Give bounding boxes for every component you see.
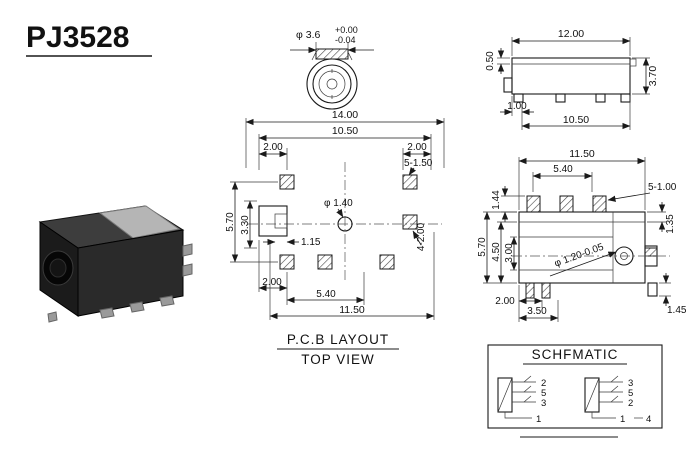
pcb-layout-view: 14.00 10.50 2.00 2.00 5-1.50 5.70 3.30 1… (225, 109, 445, 367)
dim-pcb-slot: 1.15 (301, 237, 321, 248)
dim-pcb-inner-width: 10.50 (332, 125, 358, 137)
pcb-pad (317, 254, 333, 270)
side-barrel-tip (503, 77, 513, 93)
mount-clip-section (315, 48, 349, 60)
front-terminal (592, 195, 607, 213)
dim-pcb-bottom-width: 11.50 (339, 304, 365, 316)
pcb-pad (379, 254, 395, 270)
front-terminal (559, 195, 574, 213)
component-leg (99, 307, 115, 319)
front-left-leg (525, 282, 535, 299)
pcb-bracket (258, 205, 288, 237)
dim-side-width: 12.00 (558, 28, 584, 40)
dim-pcb-left-pitch: 2.00 (263, 142, 283, 153)
schematic-left-symbol: 2 5 3 1 (497, 375, 546, 425)
schematic-right-symbol: 3 5 2 1 4 (584, 375, 651, 425)
component-leg (47, 311, 58, 323)
dim-pcb-pads-large: 4-2.00 (416, 222, 427, 251)
dim-side-offset: 1.00 (507, 101, 527, 112)
pcb-center-hole (337, 216, 353, 232)
schematic-title: SCHFMATIC (532, 347, 619, 362)
schematic-pin-number: 1 (620, 414, 625, 425)
dim-pcb-row-span: 5.70 (225, 212, 236, 232)
dim-front-leg-pitch: 3.50 (527, 306, 547, 317)
dim-barrel-tol-upper: +0.00 (335, 25, 358, 35)
dim-front-pins: 5-1.00 (648, 182, 677, 193)
front-left-leg (541, 282, 551, 299)
dim-pcb-total-width: 14.00 (332, 109, 358, 121)
dim-pcb-bottom-offset: 2.00 (262, 277, 282, 288)
dim-front-leg-right: 1.45 (667, 305, 687, 316)
dim-pcb-pads-small: 5-1.50 (404, 158, 433, 169)
schematic-pin-number: 5 (541, 388, 546, 399)
dim-pcb-hole: φ 1.40 (324, 198, 353, 209)
component-photo (38, 205, 193, 323)
front-right-leg (647, 282, 658, 297)
dim-pcb-bottom-pitch: 5.40 (316, 289, 336, 300)
side-leg (555, 93, 566, 103)
dim-barrel-diameter: φ 3.6 (296, 29, 320, 41)
schematic-pin-number: 2 (541, 378, 546, 389)
pcb-pad (279, 174, 295, 190)
dim-front-pin-span: 5.40 (553, 164, 573, 175)
dim-front-height: 5.70 (477, 237, 488, 257)
barrel-detail-view: φ 3.6 +0.00 -0.04 (290, 25, 374, 110)
schematic-border (487, 344, 663, 429)
dim-pcb-inner-span: 3.30 (240, 215, 251, 235)
schematic-pin-number: 3 (628, 378, 633, 389)
dim-side-base: 10.50 (563, 114, 589, 126)
dim-pcb-right-pitch: 2.00 (407, 142, 427, 153)
schematic-pin-number: 3 (541, 398, 546, 409)
dim-front-leg-left: 2.00 (495, 296, 515, 307)
side-view: 12.00 0.50 3.70 1.00 10.50 (485, 28, 659, 130)
front-terminal (526, 195, 541, 213)
schematic-pin-number: 1 (536, 414, 541, 425)
component-leg (129, 301, 145, 313)
component-leg (159, 295, 175, 307)
pcb-caption-line1: P.C.B LAYOUT (287, 332, 389, 347)
side-leg (595, 93, 606, 103)
side-body (511, 57, 631, 95)
front-view: 11.50 5.40 1.44 5-1.00 1.35 5.70 4.50 3.… (477, 148, 687, 322)
schematic-pin-number: 4 (646, 414, 651, 425)
pcb-pad (402, 214, 418, 230)
schematic-pin-number: 5 (628, 388, 633, 399)
component-metal-shield (98, 205, 181, 239)
side-leg (513, 93, 524, 103)
pcb-pad (279, 254, 295, 270)
dim-front-width: 11.50 (569, 148, 595, 160)
schematic-pin-number: 2 (628, 398, 633, 409)
component-leg (182, 263, 193, 277)
page-title: PJ3528 (26, 21, 129, 54)
dim-front-pin-height: 1.44 (491, 190, 502, 210)
dim-side-height: 3.70 (647, 66, 659, 87)
pcb-pad (402, 174, 418, 190)
title-block: PJ3528 (26, 21, 152, 57)
dim-barrel-tol-lower: -0.04 (335, 35, 356, 45)
side-leg (620, 93, 631, 103)
dim-side-lip: 0.50 (485, 51, 496, 71)
dim-front-inner-height: 3.00 (504, 243, 515, 263)
dim-front-step: 1.35 (665, 214, 676, 234)
component-right-face (77, 229, 184, 317)
component-leg (182, 243, 193, 257)
schematic-box: SCHFMATIC 2 5 3 1 (487, 344, 663, 438)
pcb-caption-line2: TOP VIEW (301, 352, 375, 367)
dim-front-mid-height: 4.50 (491, 242, 502, 262)
